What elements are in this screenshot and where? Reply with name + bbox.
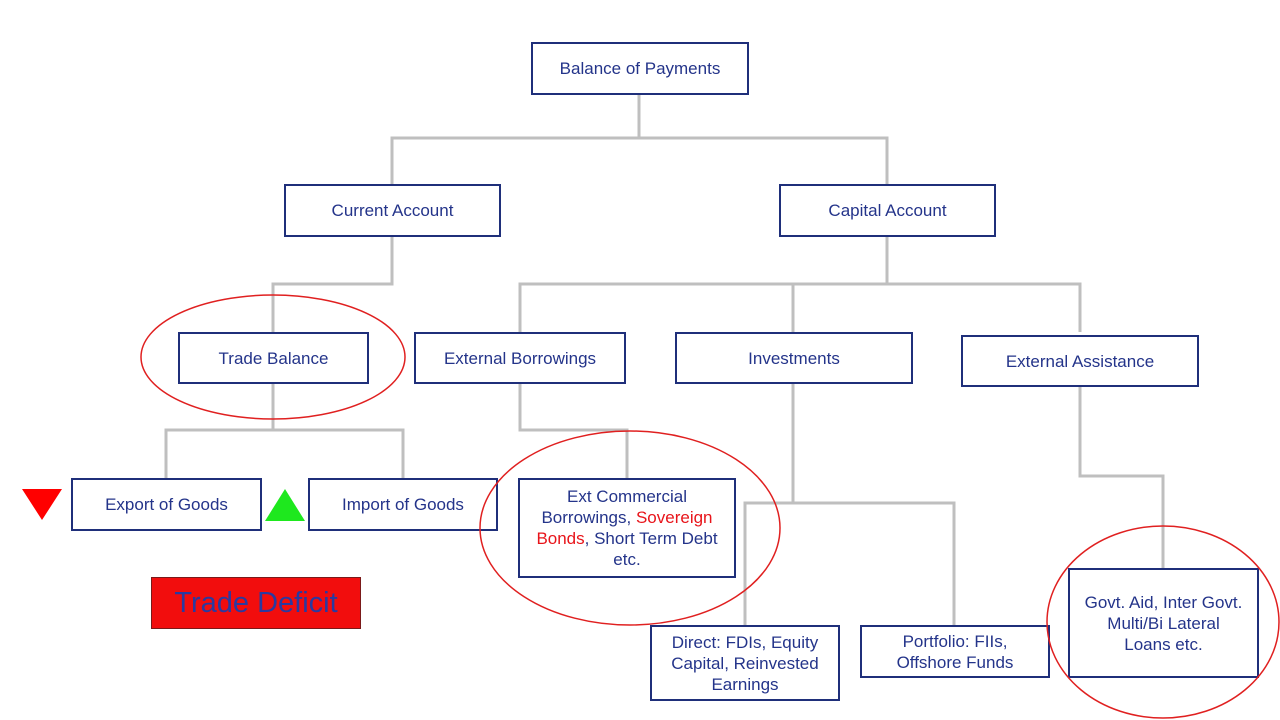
- node-label: External Borrowings: [443, 348, 597, 368]
- badge-label: Trade Deficit: [174, 586, 338, 619]
- node-label: Balance of Payments: [559, 59, 721, 78]
- investments-node: Investments: [675, 332, 913, 384]
- node-label: Investments: [748, 348, 840, 368]
- node-label: Export of Goods: [105, 495, 228, 514]
- node-label: Trade Balance: [218, 348, 329, 368]
- import-of-goods-node: Import of Goods: [308, 478, 498, 531]
- export-of-goods-node: Export of Goods: [71, 478, 262, 531]
- ecb-label: Ext Commercial Borrowings, Sovereign Bon…: [532, 486, 722, 570]
- ecb-label-part2: , Short Term Debt etc.: [584, 529, 718, 569]
- external-borrowings-node: External Borrowings: [414, 332, 626, 384]
- node-label: Capital Account: [828, 201, 947, 220]
- up-arrow-icon: [265, 489, 305, 521]
- capital-account-node: Capital Account: [779, 184, 996, 237]
- trade-deficit-badge: Trade Deficit: [151, 577, 361, 629]
- node-label: Import of Goods: [342, 495, 464, 514]
- node-label: Direct: FDIs, Equity Capital, Reinvested…: [671, 632, 819, 694]
- ecb-node: Ext Commercial Borrowings, Sovereign Bon…: [518, 478, 736, 578]
- node-label: Current Account: [331, 201, 454, 220]
- node-label: External Assistance: [1005, 351, 1155, 371]
- node-label: Govt. Aid, Inter Govt. Multi/Bi Lateral …: [1084, 592, 1243, 654]
- external-assistance-node: External Assistance: [961, 335, 1199, 387]
- node-label: Portfolio: FIIs, Offshore Funds: [896, 631, 1014, 672]
- balance-of-payments-node: Balance of Payments: [531, 42, 749, 95]
- portfolio-investment-node: Portfolio: FIIs, Offshore Funds: [860, 625, 1050, 678]
- trade-balance-node: Trade Balance: [178, 332, 369, 384]
- current-account-node: Current Account: [284, 184, 501, 237]
- govt-aid-node: Govt. Aid, Inter Govt. Multi/Bi Lateral …: [1068, 568, 1259, 678]
- direct-investment-node: Direct: FDIs, Equity Capital, Reinvested…: [650, 625, 840, 701]
- down-arrow-icon: [22, 489, 62, 520]
